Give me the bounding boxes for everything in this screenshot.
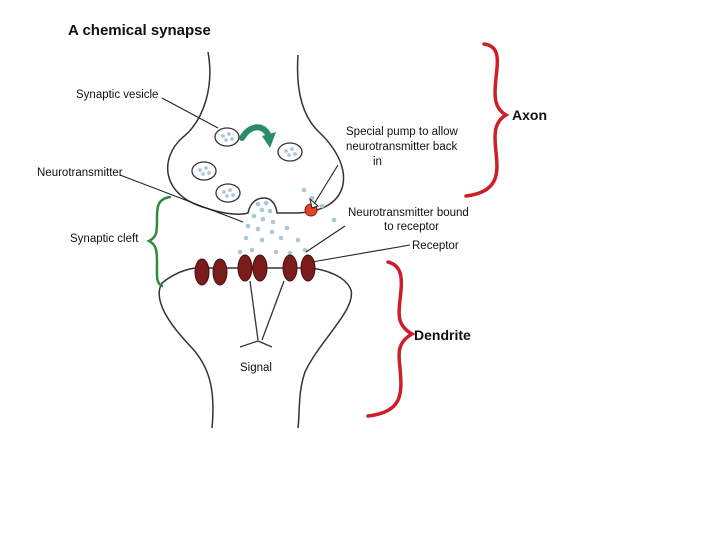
synaptic-vesicle <box>215 183 241 203</box>
bound-label-line2: to receptor <box>384 221 439 233</box>
neurotransmitter-leader-line <box>119 174 244 223</box>
receptor <box>212 258 228 286</box>
dendrite-label: Dendrite <box>414 327 471 343</box>
synaptic-vesicle <box>277 142 303 162</box>
curved-arrow-icon <box>239 124 276 148</box>
dendrite-brace <box>366 260 416 418</box>
receptors <box>194 254 316 286</box>
neurotransmitter-label: Neurotransmitter <box>37 167 123 179</box>
leader-lines <box>119 97 411 263</box>
special-pump-label-line2: neurotransmitter back <box>346 141 457 153</box>
diagram-title: A chemical synapse <box>68 22 211 39</box>
synaptic-vesicle <box>191 161 217 181</box>
special-pump-label-line3: in <box>373 156 382 168</box>
pump-leader-line <box>313 164 339 205</box>
bound-leader-line <box>305 225 346 253</box>
axon-terminal-outline <box>167 51 345 215</box>
synaptic-cleft-brace <box>146 195 172 288</box>
pump-arrow-icon <box>309 197 319 209</box>
dendrite-outline <box>158 266 353 429</box>
bound-label-line1: Neurotransmitter bound <box>348 207 469 219</box>
special-pump-label-line1: Special pump to allow <box>346 126 459 138</box>
receptor-label: Receptor <box>412 240 459 252</box>
receptor <box>252 254 268 282</box>
axon-label: Axon <box>512 107 547 123</box>
receptor <box>300 254 316 282</box>
signal-label: Signal <box>240 362 272 374</box>
synaptic-vesicle-label: Synaptic vesicle <box>76 89 158 101</box>
synaptic-vesicle <box>214 127 240 147</box>
vesicle-leader-line <box>161 97 219 129</box>
receptor <box>282 254 298 282</box>
axon-brace <box>464 42 510 198</box>
neurotransmitter-molecules <box>237 187 337 256</box>
receptor <box>237 254 253 282</box>
receptor-leader-line <box>311 244 411 263</box>
receptor <box>194 258 210 286</box>
signal-lines <box>239 280 285 348</box>
synaptic-cleft-label: Synaptic cleft <box>70 233 139 245</box>
